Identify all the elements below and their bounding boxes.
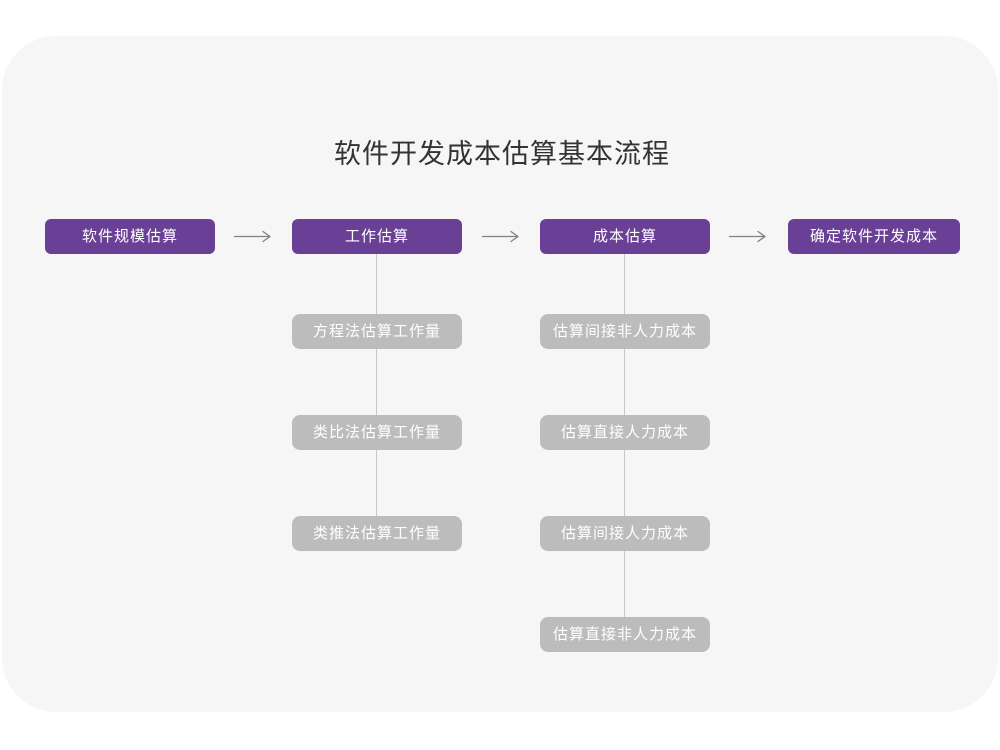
node-label: 类比法估算工作量 [312,424,441,441]
arrow-right-icon [481,230,521,243]
node-label: 估算间接人力成本 [560,525,689,542]
subnode-equation-method-effort: 方程法估算工作量 [292,314,462,349]
node-label: 估算间接非人力成本 [552,323,697,340]
diagram-card: 软件开发成本估算基本流程 软件规模估算 工作估算 成本估算 [2,36,998,712]
node-label: 估算直接人力成本 [560,424,689,441]
arrow-right-icon [728,230,768,243]
connector-line-work-column [376,254,377,533]
arrow-right-icon [233,230,273,243]
subnode-analogy-method-effort: 类比法估算工作量 [292,415,462,450]
node-software-scale-estimation: 软件规模估算 [45,219,215,254]
node-label: 成本估算 [592,228,657,245]
node-label: 类推法估算工作量 [312,525,441,542]
subnode-indirect-labor-cost: 估算间接人力成本 [540,516,710,551]
node-label: 软件规模估算 [81,228,178,245]
node-label: 估算直接非人力成本 [552,626,697,643]
subnode-indirect-nonlabor-cost: 估算间接非人力成本 [540,314,710,349]
node-work-estimation: 工作估算 [292,219,462,254]
subnode-inference-method-effort: 类推法估算工作量 [292,516,462,551]
subnode-direct-labor-cost: 估算直接人力成本 [540,415,710,450]
node-determine-software-dev-cost: 确定软件开发成本 [788,219,960,254]
node-cost-estimation: 成本估算 [540,219,710,254]
subnode-direct-nonlabor-cost: 估算直接非人力成本 [540,617,710,652]
node-label: 方程法估算工作量 [312,323,441,340]
diagram-title: 软件开发成本估算基本流程 [334,139,670,169]
node-label: 确定软件开发成本 [809,228,938,245]
node-label: 工作估算 [344,228,409,245]
